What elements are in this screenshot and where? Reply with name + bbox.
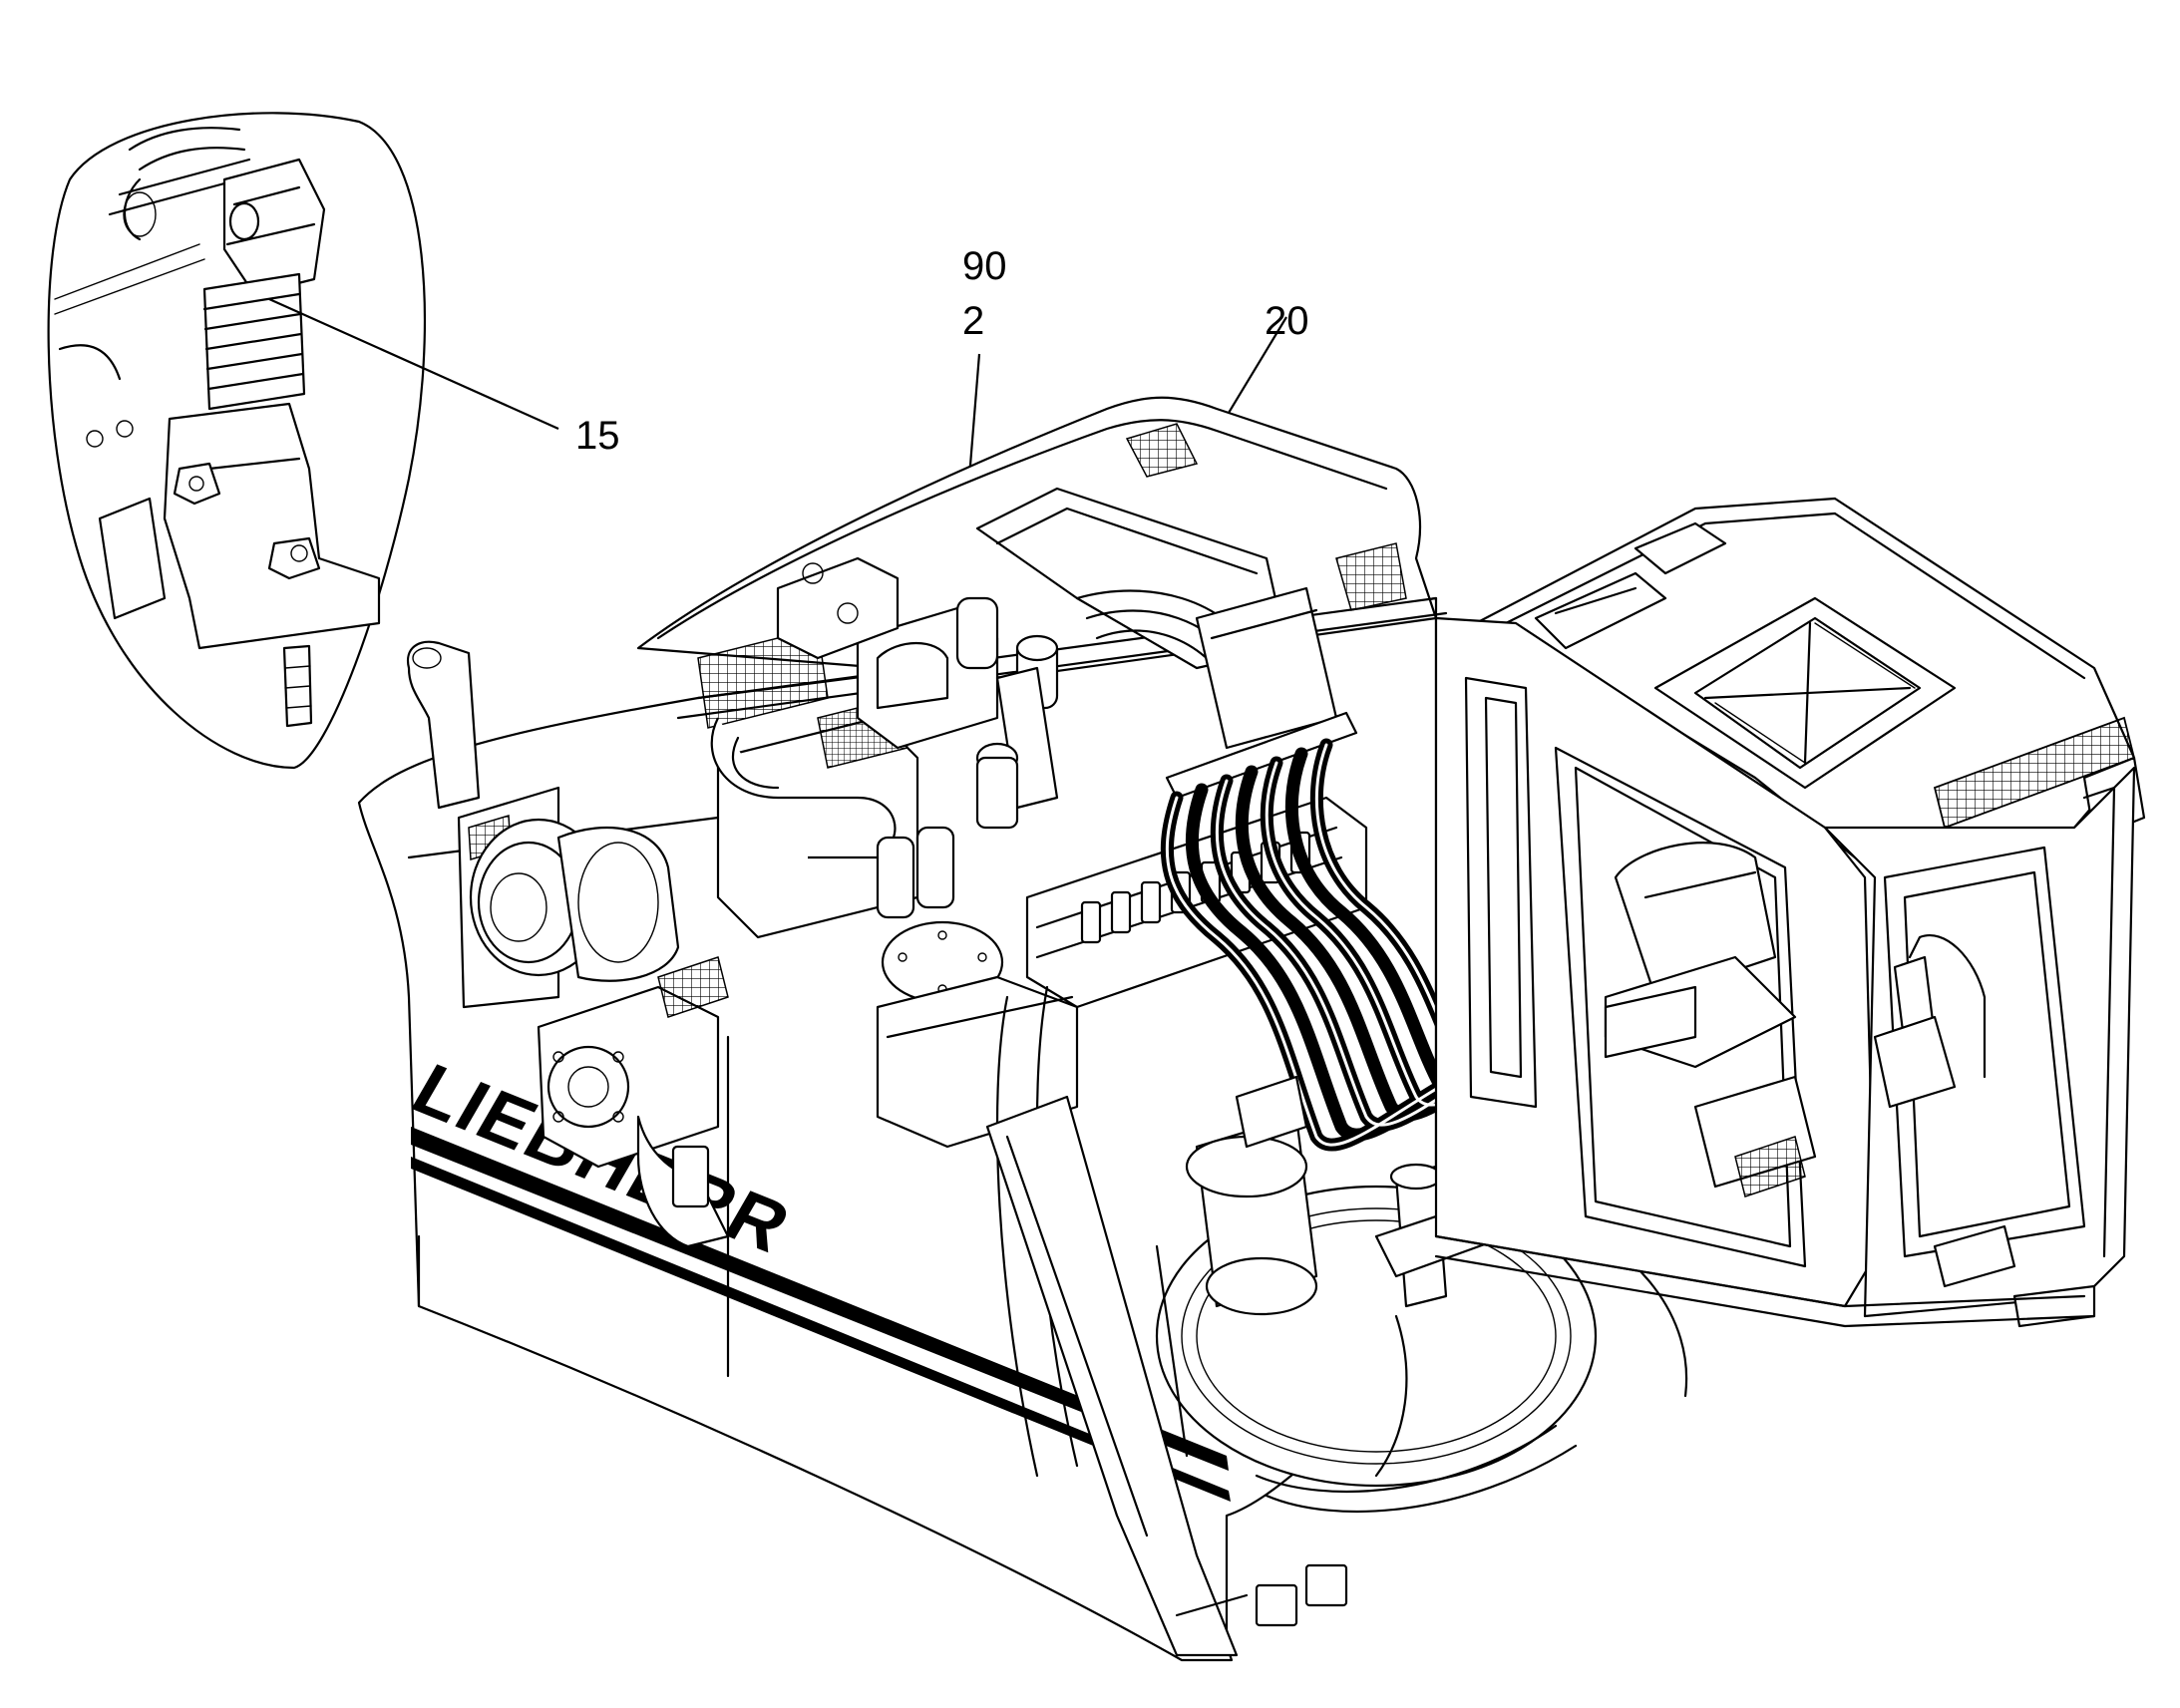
callout-2: 2 (962, 299, 984, 343)
detail-inset (47, 112, 427, 770)
callout-20: 20 (1265, 299, 1309, 343)
front-frame (985, 1095, 1348, 1657)
bellows (202, 272, 306, 411)
callout-labels: 90 2 20 15 (575, 244, 1309, 458)
callout-90: 90 (962, 244, 1007, 288)
hood-vent-upper (1125, 423, 1199, 478)
engine-block (697, 487, 1338, 939)
exhaust-pipe (406, 640, 481, 810)
hydraulic-pump (537, 956, 730, 1248)
air-filter (457, 786, 680, 1009)
cab-floor-mat (1734, 1136, 1806, 1197)
control-valve (876, 796, 1368, 1149)
hood-vent-side (1335, 542, 1407, 611)
pump-mesh (657, 956, 729, 1018)
leader-15 (268, 297, 559, 431)
operator-seat (1604, 842, 1797, 1069)
joystick (1693, 934, 1987, 1197)
swing-gear (995, 985, 1688, 1513)
callout-15: 15 (575, 414, 620, 458)
operator-cab (1434, 497, 2146, 1328)
